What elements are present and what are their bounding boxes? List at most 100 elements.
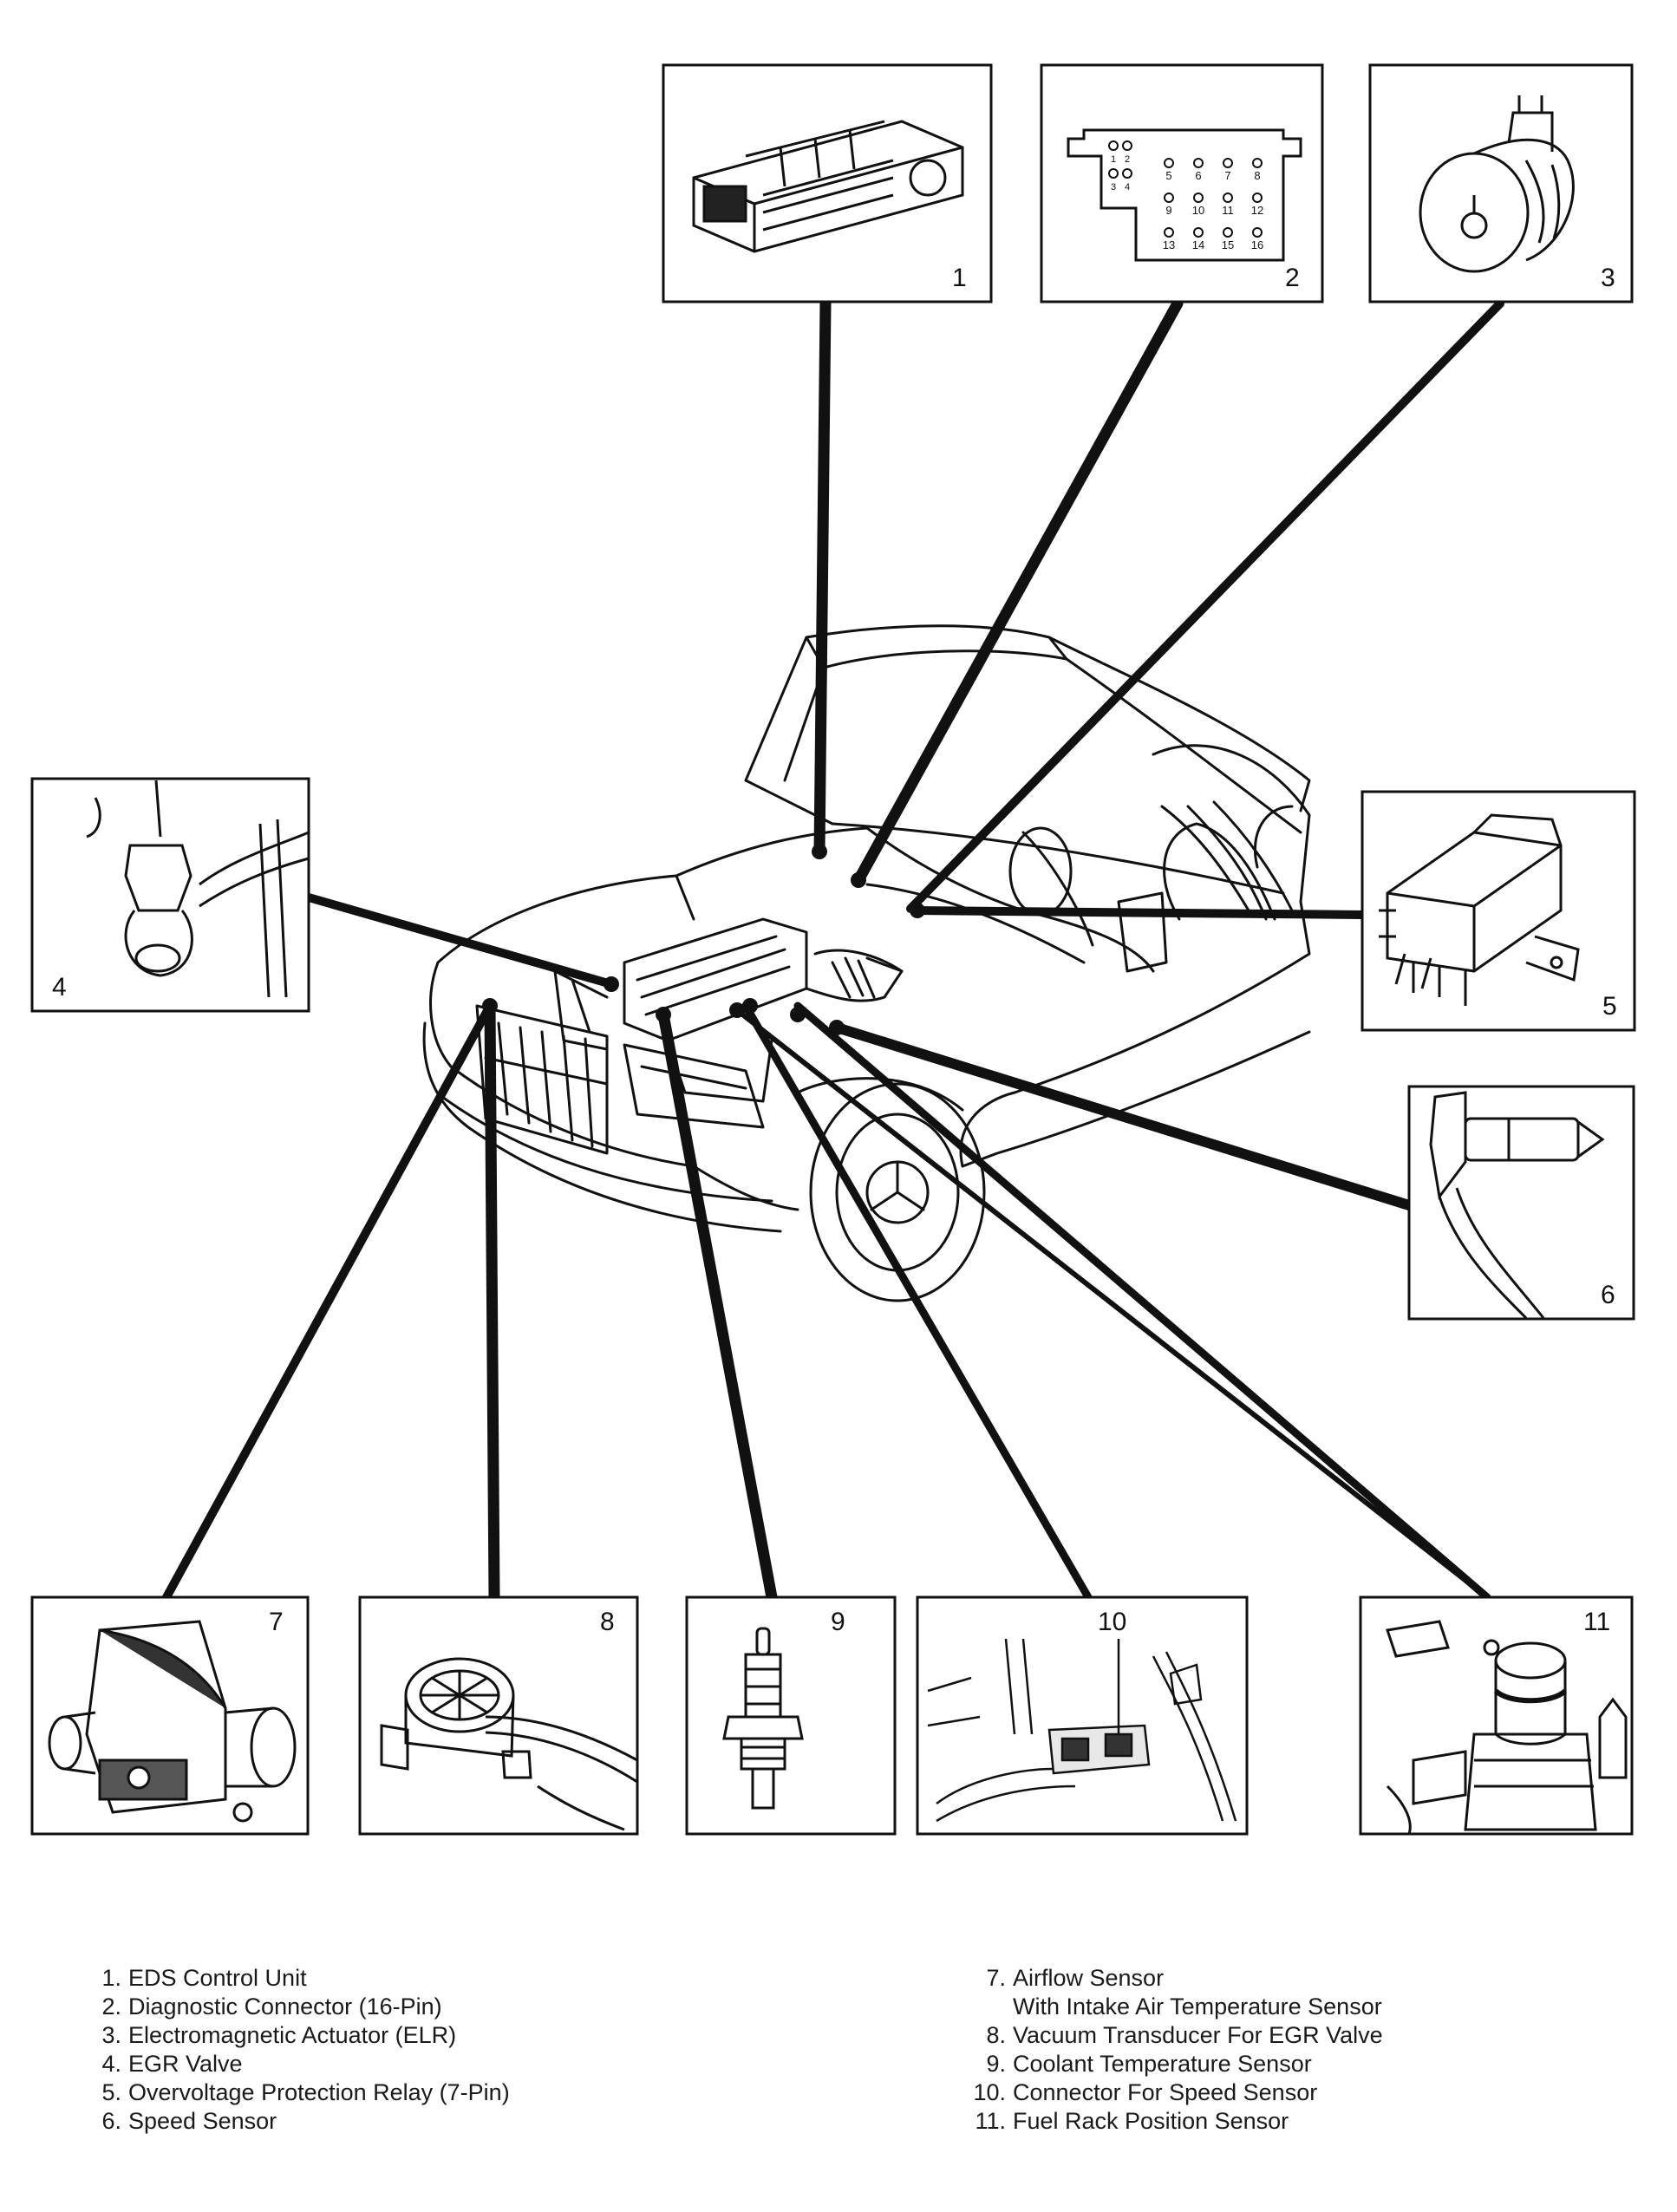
legend-item-number: 5. (101, 2079, 121, 2105)
box-number-11: 11 (1583, 1608, 1610, 1636)
connector-pin-number: 6 (1195, 169, 1201, 182)
box-2-diagnostic-connector (1040, 63, 1324, 303)
legend-item: 1.EDS Control Unit (87, 1964, 510, 1993)
connector-pin-number: 10 (1192, 204, 1204, 217)
box-number-5: 5 (1602, 992, 1617, 1021)
legend-item-number: 8. (986, 2022, 1006, 2048)
legend-item-label: EGR Valve (128, 2051, 243, 2077)
box-3-electromagnetic-actuator (1368, 63, 1634, 303)
legend-item-label: Overvoltage Protection Relay (7-Pin) (128, 2079, 510, 2105)
legend-item-label: Coolant Temperature Sensor (1013, 2051, 1312, 2077)
connector-pin (1252, 227, 1263, 238)
box-number-1: 1 (952, 264, 967, 292)
connector-pin-number: 5 (1165, 169, 1171, 182)
leader-dots (482, 844, 925, 1035)
legend-item-number: 11. (975, 2108, 1006, 2134)
connector-pin-number: 15 (1222, 238, 1234, 251)
box-6-speed-sensor (1407, 1085, 1635, 1321)
box-number-3: 3 (1601, 264, 1615, 292)
legend-item-number: 3. (101, 2022, 121, 2048)
legend-item-number: 9. (986, 2051, 1006, 2077)
diagnostic-connector-drawing (1067, 128, 1302, 262)
legend-item: 3. Electromagnetic Actuator (ELR) (87, 2021, 510, 2050)
box-8-vacuum-transducer (358, 1595, 639, 1836)
connector-pin-number: 3 (1111, 182, 1116, 192)
connector-pin-number: 14 (1192, 238, 1204, 251)
legend-item-number: 6. (101, 2108, 121, 2134)
legend-item: 11. Fuel Rack Position Sensor (971, 2107, 1383, 2136)
box-number-7: 7 (269, 1608, 284, 1636)
box-number-2: 2 (1285, 264, 1300, 292)
legend-item: 10. Connector For Speed Sensor (971, 2078, 1383, 2107)
speed-connector-drawing (927, 1638, 1237, 1823)
connector-pin-number: 11 (1222, 204, 1234, 217)
legend-item: 5. Overvoltage Protection Relay (7-Pin) (87, 2078, 510, 2107)
eds-control-unit-drawing (692, 120, 964, 253)
box-numbers: 1 2 3 4 5 6 7 8 9 10 11 (52, 264, 1617, 1636)
connector-pin (1252, 158, 1263, 168)
legend-item: 6. Speed Sensor (87, 2107, 510, 2136)
relay-drawing (1379, 813, 1580, 1006)
connector-pin-number: 4 (1125, 182, 1130, 192)
connector-pin (1122, 140, 1132, 151)
connector-pin (1108, 140, 1119, 151)
car-illustration (422, 624, 1311, 1302)
egr-valve-drawing (86, 780, 310, 998)
legend-item-number: 10. (973, 2079, 1006, 2105)
legend-item-number: 4. (101, 2051, 121, 2077)
legend-item: 2. Diagnostic Connector (16-Pin) (87, 1993, 510, 2021)
vacuum-transducer-drawing (380, 1657, 638, 1831)
connector-pin-number: 8 (1254, 169, 1260, 182)
connector-pin-number: 12 (1251, 204, 1263, 217)
legend-item: 7. Airflow Sensor (971, 1964, 1383, 1993)
legend-item-number: 1. (101, 1965, 121, 1991)
connector-pin (1223, 192, 1233, 203)
airflow-sensor-drawing (48, 1620, 297, 1823)
connector-pin (1223, 158, 1233, 168)
connector-pin (1108, 168, 1119, 179)
legend-item-label: Diagnostic Connector (16-Pin) (128, 1993, 442, 2020)
legend-item: 9. Coolant Temperature Sensor (971, 2050, 1383, 2078)
connector-pin (1252, 192, 1263, 203)
legend-item-label: Speed Sensor (128, 2108, 277, 2134)
legend-item-label: Electromagnetic Actuator (ELR) (128, 2022, 457, 2048)
fuel-rack-sensor-drawing (1386, 1620, 1628, 1835)
connector-pin (1164, 158, 1174, 168)
connector-pin (1193, 158, 1204, 168)
connector-pin-number: 9 (1165, 204, 1171, 217)
box-number-8: 8 (600, 1608, 615, 1636)
leader-lines (162, 297, 1504, 1603)
actuator-drawing (1419, 95, 1575, 273)
legend-item-number: 2. (101, 1993, 121, 2020)
box-number-9: 9 (831, 1608, 845, 1636)
connector-pin-number: 16 (1251, 238, 1263, 251)
legend-item-label: Fuel Rack Position Sensor (1013, 2108, 1289, 2134)
legend-item: 4. EGR Valve (87, 2050, 510, 2078)
legend-item-label: Airflow Sensor (1013, 1965, 1165, 1991)
connector-pin (1122, 168, 1132, 179)
legend-item: 8. Vacuum Transducer For EGR Valve (971, 2021, 1383, 2050)
speed-sensor-drawing (1429, 1091, 1605, 1320)
legend-item-label: Vacuum Transducer For EGR Valve (1013, 2022, 1383, 2048)
legend-item: With Intake Air Temperature Sensor (971, 1993, 1383, 2021)
connector-pin-number: 13 (1163, 238, 1175, 251)
box-number-6: 6 (1601, 1281, 1615, 1309)
connector-pin-number: 7 (1224, 169, 1230, 182)
connector-pin (1164, 192, 1174, 203)
connector-pin-number: 2 (1125, 154, 1130, 165)
legend-item-label: Connector For Speed Sensor (1013, 2079, 1318, 2105)
box-number-4: 4 (52, 973, 67, 1002)
legend-item-label: With Intake Air Temperature Sensor (1013, 1993, 1382, 2020)
connector-pin (1223, 227, 1233, 238)
box-5-overvoltage-relay (1361, 790, 1636, 1032)
box-10-speed-sensor-connector (916, 1595, 1249, 1836)
connector-pin (1193, 227, 1204, 238)
box-number-10: 10 (1098, 1608, 1126, 1636)
connector-pin-number: 1 (1111, 154, 1116, 165)
legend-item-number: 7. (986, 1965, 1006, 1991)
connector-pin (1193, 192, 1204, 203)
